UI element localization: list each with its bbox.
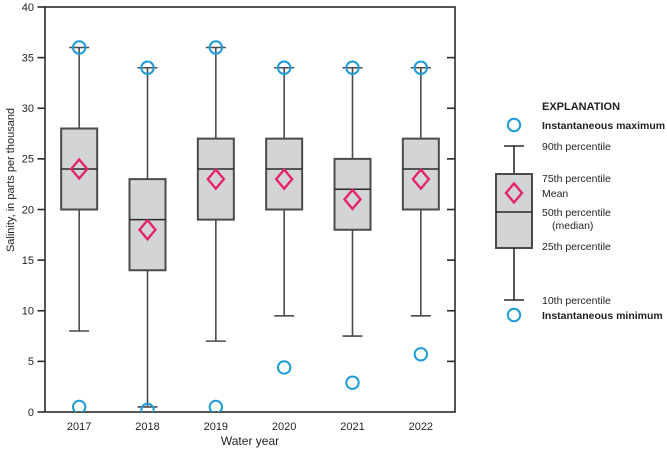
legend-box-icon <box>495 173 533 249</box>
legend: EXPLANATION Instantaneous maximum 90th p… <box>495 101 665 323</box>
boxplot-2018 <box>128 60 167 412</box>
iqr-box <box>401 137 440 211</box>
iqr-box <box>265 137 304 211</box>
y-tick-label: 40 <box>22 2 34 14</box>
instantaneous-minimum-circle-icon <box>140 402 155 412</box>
year-label-2019: 2019 <box>204 421 228 433</box>
year-label-2017: 2017 <box>67 421 91 433</box>
legend-instantaneous-minimum-label: Instantaneous minimum <box>542 310 663 322</box>
mean-diamond-icon <box>69 157 89 181</box>
boxplot-2022 <box>401 60 440 362</box>
legend-instantaneous-maximum-circle-icon <box>506 117 522 133</box>
iqr-box <box>196 137 235 221</box>
mean-diamond-icon <box>342 188 363 211</box>
y-tick-label: 10 <box>22 306 34 318</box>
y-tick-label: 25 <box>22 154 34 166</box>
y-tick-label: 5 <box>28 356 34 368</box>
legend-90th-percentile-label: 90th percentile <box>542 141 611 153</box>
iqr-box <box>333 157 372 231</box>
year-label-2018: 2018 <box>135 421 159 433</box>
boxplot-2021 <box>333 60 372 390</box>
legend-mean-label: Mean <box>542 188 568 200</box>
instantaneous-minimum-circle-icon <box>208 399 224 412</box>
instantaneous-minimum-circle-icon <box>345 375 360 390</box>
legend-median-sub-label: (median) <box>552 220 593 232</box>
legend-instantaneous-maximum-label: Instantaneous maximum <box>542 120 665 132</box>
instantaneous-maximum-circle-icon <box>140 60 155 75</box>
iqr-box <box>128 178 167 272</box>
legend-25th-percentile-label: 25th percentile <box>542 241 611 253</box>
mean-diamond-icon <box>137 218 158 242</box>
legend-title: EXPLANATION <box>542 101 620 113</box>
boxplot-2017 <box>60 40 99 412</box>
mean-diamond-icon <box>206 167 226 191</box>
year-label-2020: 2020 <box>272 421 296 433</box>
legend-mean-diamond-icon <box>504 181 524 205</box>
legend-instantaneous-minimum-circle-icon <box>506 307 522 323</box>
y-tick-label: 30 <box>22 103 34 115</box>
y-axis-title: Salinity, in parts per thousand <box>5 108 17 252</box>
mean-diamond-icon <box>411 167 431 191</box>
plot-frame <box>44 6 456 413</box>
year-label-2021: 2021 <box>340 421 364 433</box>
boxplot-2019 <box>196 40 235 412</box>
instantaneous-maximum-circle-icon <box>276 60 292 75</box>
boxplots-group <box>60 40 440 412</box>
instantaneous-minimum-circle-icon <box>71 399 87 412</box>
y-tick-label: 20 <box>22 204 34 216</box>
y-axis-ticks: 0 5 10 15 20 25 30 35 40 <box>22 2 455 419</box>
boxplot-2020 <box>265 60 304 375</box>
instantaneous-maximum-circle-icon <box>413 60 429 75</box>
mean-diamond-icon <box>274 167 294 191</box>
instantaneous-maximum-circle-icon <box>208 40 224 55</box>
instantaneous-minimum-circle-icon <box>413 347 429 362</box>
y-tick-label: 15 <box>22 255 34 267</box>
instantaneous-maximum-circle-icon <box>345 60 360 75</box>
year-label-2022: 2022 <box>409 421 433 433</box>
instantaneous-maximum-circle-icon <box>71 40 87 55</box>
legend-50th-percentile-label: 50th percentile <box>542 207 611 219</box>
legend-10th-percentile-label: 10th percentile <box>542 295 611 307</box>
instantaneous-minimum-circle-icon <box>276 360 292 375</box>
x-axis-year-labels: 2017 2018 2019 2020 2021 2022 <box>67 421 433 433</box>
x-axis-title: Water year <box>221 434 279 448</box>
y-tick-label: 35 <box>22 52 34 64</box>
y-tick-label: 0 <box>28 407 34 419</box>
legend-75th-percentile-label: 75th percentile <box>542 173 611 185</box>
